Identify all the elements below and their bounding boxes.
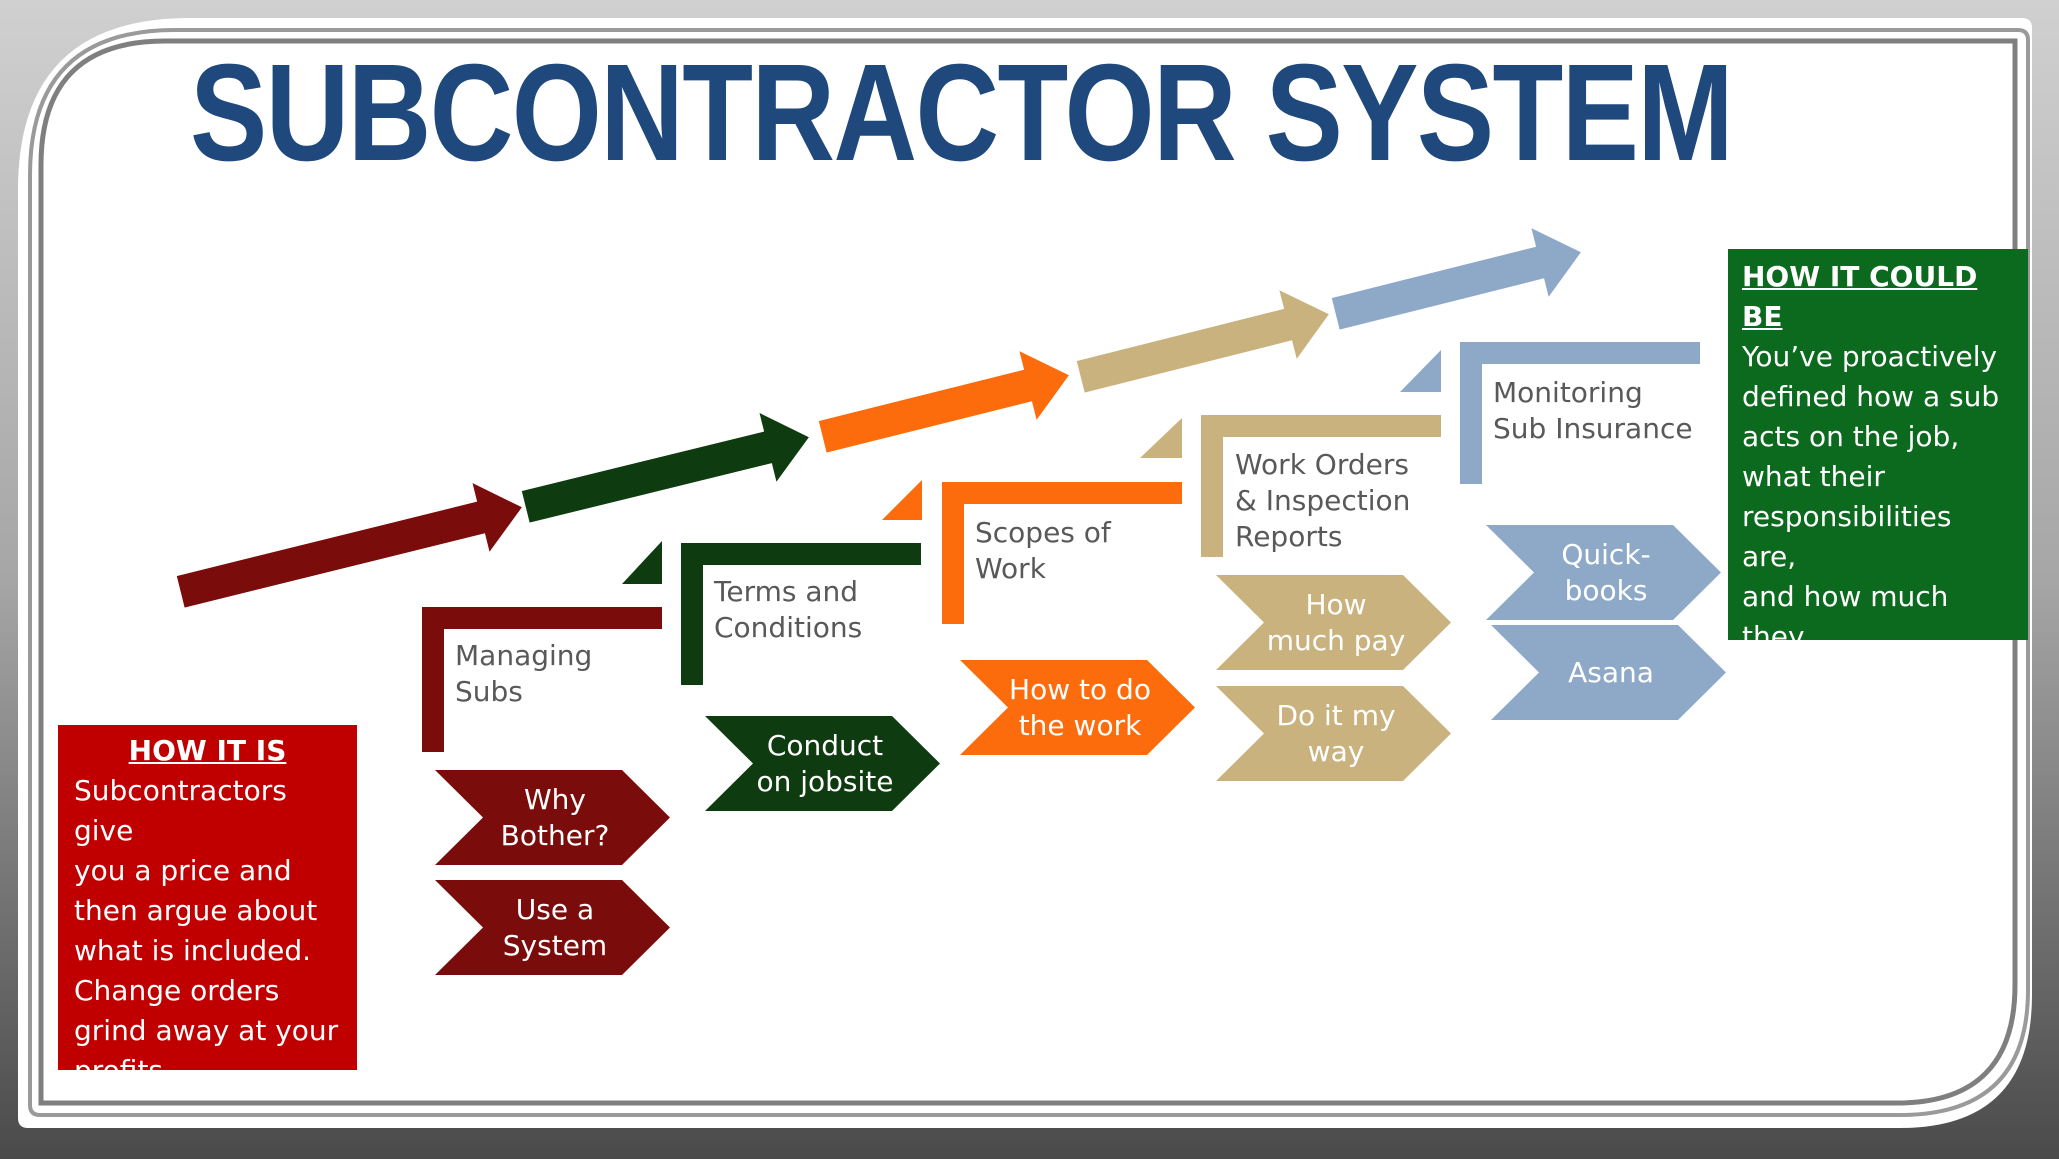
bracket-step-icon [1460,342,1700,484]
chevron-shape-icon [960,660,1195,755]
chevron-shape-icon [1216,575,1451,670]
chevron-why-bother: Why Bother? [500,782,610,852]
bracket-step-icon [422,607,662,752]
chevron-how-much-pay: How much pay [1266,587,1406,657]
corner-triangle-icon [882,480,922,520]
corner-triangle-icon [622,541,662,584]
how-it-is-heading: HOW IT IS [128,734,287,767]
chevron-shape-icon [435,880,670,975]
rising-arrow-icon [174,480,525,610]
bracket-step-icon [681,543,921,685]
rising-arrow-icon [519,410,812,525]
rising-arrow-icon [1329,225,1584,332]
corner-triangle-icon [1400,350,1441,392]
chevron-conduct-on-jobsite: Conduct on jobsite [756,728,894,798]
how-it-could-be-heading: HOW IT COULD BE [1742,260,1978,333]
rising-arrow-icon [1074,287,1332,395]
chevron-shape-icon [1486,525,1721,620]
chevron-shape-icon [1216,686,1451,781]
bracket-step-icon [1201,415,1441,557]
page-title: SUBCONTRACTOR SYSTEM [190,36,1734,190]
chevron-use-a-system: Use a System [502,892,608,962]
how-it-could-be-box: HOW IT COULD BE You’ve proactively defin… [1728,249,2028,733]
chevron-quickbooks: Quick- books [1561,537,1651,607]
step-label-scopes-of-work: Scopes of Work [975,516,1111,585]
step-label-monitoring-insurance: Monitoring Sub Insurance [1493,376,1693,445]
chevron-do-it-my-way: Do it my way [1276,698,1396,768]
how-it-is-box: HOW IT IS Subcontractors give you a pric… [58,725,357,1087]
how-it-could-be-text: You’ve proactively defined how a sub act… [1742,340,2000,733]
chevron-asana: Asana [1568,655,1654,689]
chevron-shape-icon [1491,625,1726,720]
bracket-step-icon [942,482,1182,624]
rising-arrow-icon [816,348,1072,455]
chevron-shape-icon [435,770,670,865]
step-label-work-orders: Work Orders & Inspection Reports [1235,448,1411,553]
step-label-terms-and-conditions: Terms and Conditions [714,575,863,644]
step-label-managing-subs: Managing Subs [455,639,593,708]
corner-triangle-icon [1140,418,1182,458]
chevron-shape-icon [705,716,940,811]
how-it-is-text: Subcontractors give you a price and then… [74,774,339,1087]
chevron-how-to-do-the-work: How to do the work [1009,672,1151,742]
